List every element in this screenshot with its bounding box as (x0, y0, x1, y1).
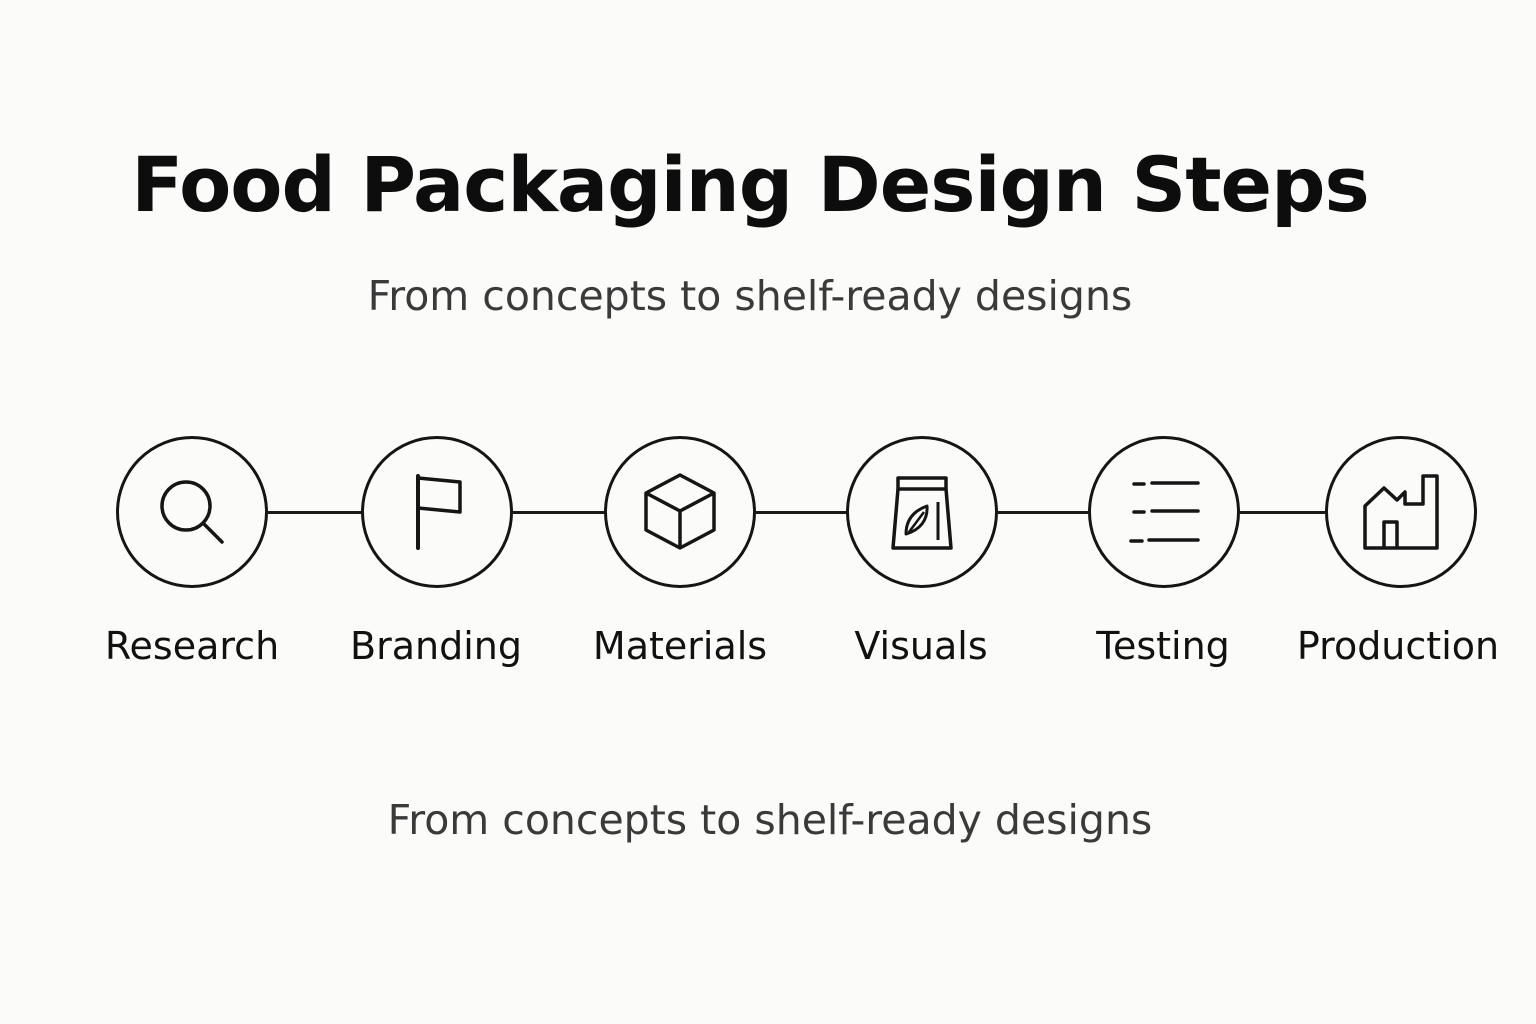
connector-line (756, 511, 847, 514)
step-visuals (846, 436, 998, 588)
step-branding (361, 436, 513, 588)
step-label-production: Production (1296, 624, 1500, 668)
step-label-research: Research (104, 624, 280, 668)
diagram-title: Food Packaging Design Steps (131, 140, 1370, 229)
step-materials (604, 436, 756, 588)
connector-line (1240, 511, 1325, 514)
factory-icon (1363, 474, 1439, 550)
diagram-footer-text: From concepts to shelf-ready designs (387, 796, 1153, 844)
step-research (116, 436, 268, 588)
connector-line (998, 511, 1088, 514)
step-label-materials: Materials (592, 624, 768, 668)
connector-line (268, 511, 362, 514)
step-testing (1088, 436, 1240, 588)
package-bag-icon (891, 476, 953, 550)
checklist-icon (1129, 481, 1200, 543)
diagram-subtitle: From concepts to shelf-ready designs (367, 272, 1133, 320)
step-production (1325, 436, 1477, 588)
step-label-branding: Branding (350, 624, 522, 668)
flag-icon (416, 474, 462, 550)
step-label-visuals: Visuals (854, 624, 988, 668)
connector-line (513, 511, 605, 514)
step-label-testing: Testing (1096, 624, 1230, 668)
cube-icon (644, 473, 716, 550)
search-icon (160, 480, 224, 544)
